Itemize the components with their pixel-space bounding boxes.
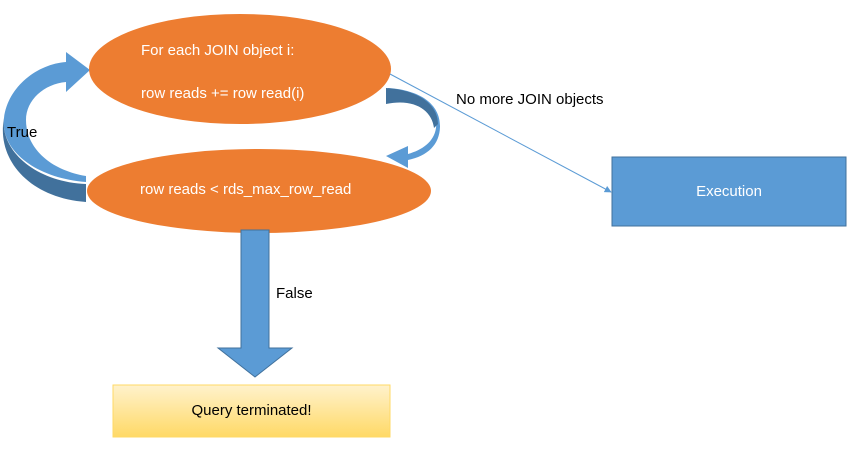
loop-line-1: For each JOIN object i: <box>141 42 295 59</box>
false-edge-label: False <box>276 285 313 302</box>
no-more-join-label: No more JOIN objects <box>456 91 604 108</box>
execution-label: Execution <box>696 183 762 200</box>
terminated-label: Query terminated! <box>191 402 312 419</box>
loop-to-condition-arrow <box>386 88 440 168</box>
true-edge-label: True <box>7 124 38 141</box>
false-down-arrow <box>216 229 294 378</box>
condition-ellipse <box>87 149 431 233</box>
loop-ellipse <box>89 14 391 124</box>
condition-label: row reads < rds_max_row_read <box>140 181 352 198</box>
execution-box <box>611 156 847 227</box>
true-loop-arrow-body <box>3 52 90 182</box>
no-more-join-arrow <box>389 73 612 193</box>
loop-line-2: row reads += row read(i) <box>141 85 305 102</box>
terminated-box <box>112 384 391 438</box>
loop-to-condition-arrow-body <box>386 88 440 168</box>
true-loop-arrow <box>2 52 90 202</box>
loop-to-condition-arrow-dark <box>386 88 438 128</box>
true-loop-arrow-shadow <box>2 118 86 202</box>
